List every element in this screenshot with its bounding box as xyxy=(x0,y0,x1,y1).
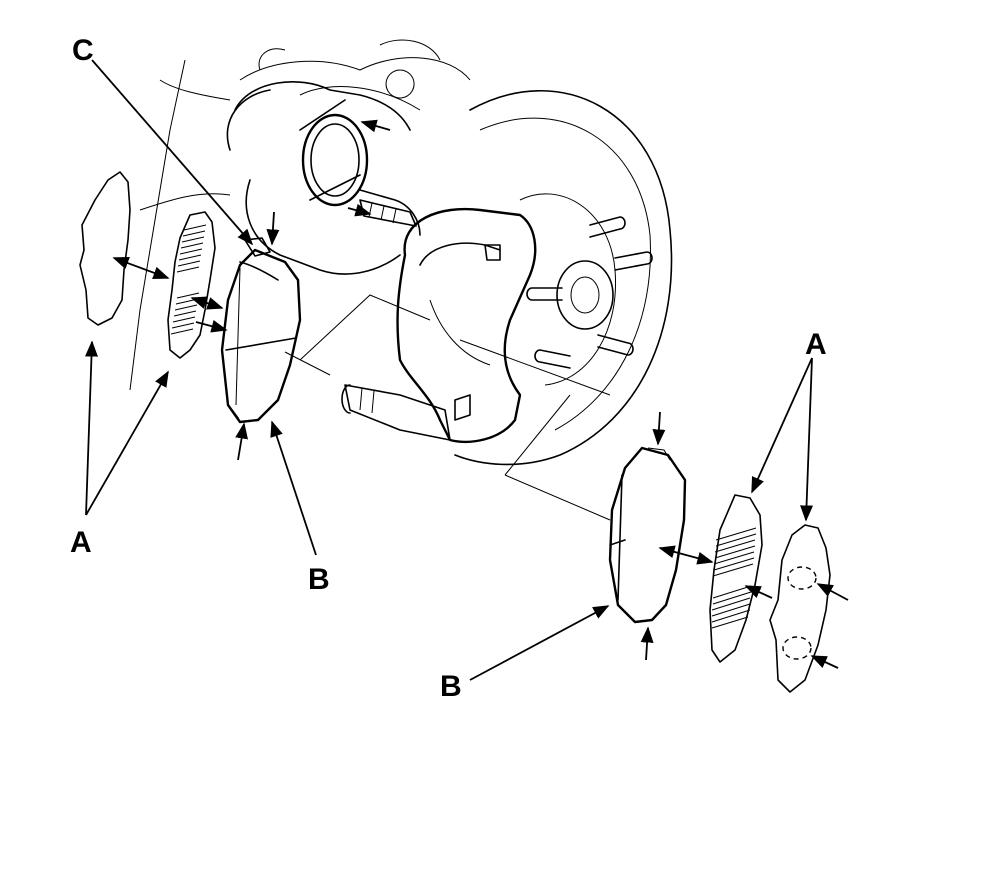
caliper-piston xyxy=(299,99,421,236)
label-pad-right: B xyxy=(440,670,462,703)
caliper-bolt-lower xyxy=(341,384,451,441)
wear-indicator-tab xyxy=(244,237,271,257)
caliper-bracket xyxy=(396,207,537,443)
frame-lines xyxy=(129,59,231,391)
label-pad-left: B xyxy=(308,563,330,596)
shim-right-outer xyxy=(769,524,831,693)
steering-knuckle xyxy=(226,39,471,275)
pad-right xyxy=(608,446,687,624)
pad-left xyxy=(220,248,302,424)
label-shim-right: A xyxy=(805,328,827,361)
shim-left-inner xyxy=(167,211,216,359)
label-shim-left: A xyxy=(70,526,92,559)
label-wear-indicator: C xyxy=(72,34,94,67)
leader-lines xyxy=(85,59,814,681)
shim-right-inner xyxy=(709,494,763,663)
brake-rotor xyxy=(454,89,673,466)
grease-arrows xyxy=(112,119,849,669)
wheel-studs xyxy=(526,216,653,369)
alignment-lines xyxy=(284,294,611,521)
shim-left-outer xyxy=(79,171,131,326)
